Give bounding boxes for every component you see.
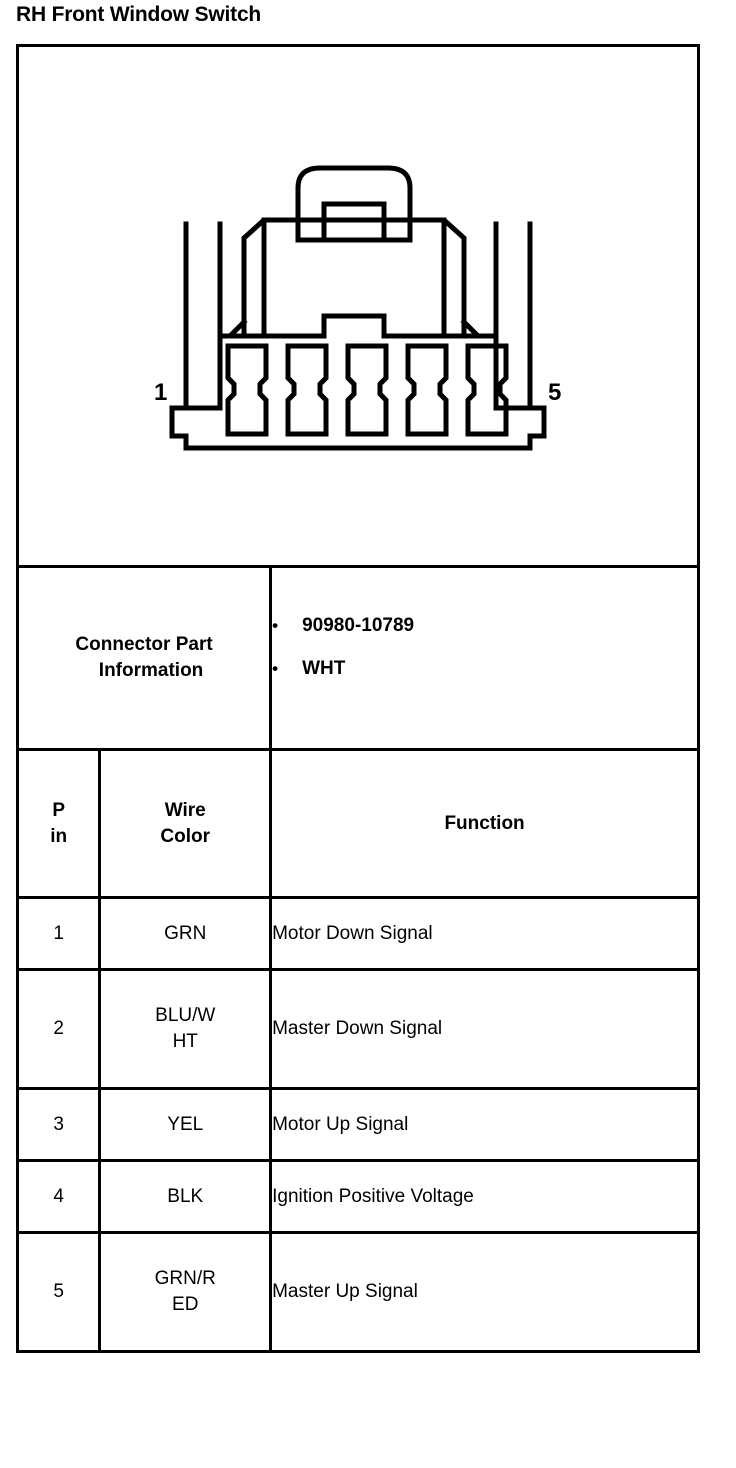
row-function: Master Down Signal — [269, 968, 700, 1090]
cavity-3 — [345, 343, 389, 437]
connector-part-information-values: • 90980-10789 • WHT — [269, 565, 700, 751]
header-pin-line2: in — [50, 825, 68, 847]
connector-right-rail — [493, 221, 533, 411]
row-wire-line1: BLK — [167, 1185, 204, 1207]
cpi-part-number-text: 90980-10789 — [302, 615, 415, 636]
cavity-4 — [405, 343, 449, 437]
pin-label-left: 1 — [154, 379, 167, 406]
table-row: 3 YEL Motor Up Signal — [15, 1087, 700, 1162]
cpi-item-part-number: • 90980-10789 — [272, 615, 697, 637]
connector-part-information-label: Connector Part Information — [15, 565, 273, 751]
row-wire-color: GRN/R ED — [98, 1231, 273, 1353]
table-row: 4 BLK Ignition Positive Voltage — [15, 1159, 700, 1234]
row-wire-line2: ED — [172, 1294, 199, 1315]
row-wire-line1: YEL — [167, 1113, 204, 1135]
row-function: Ignition Positive Voltage — [269, 1159, 700, 1234]
pin-label-right: 5 — [548, 379, 561, 406]
page-title: RH Front Window Switch — [16, 3, 262, 26]
header-pin: P in — [15, 748, 102, 899]
bullet-icon: • — [272, 616, 279, 635]
connector-table: 1 5 Connector Part Information • 90980-1… — [15, 44, 700, 1353]
connector-left-rail — [183, 221, 223, 411]
pin-table-header-row: P in Wire Color Function — [15, 748, 700, 899]
cpi-label-line1: Connector Part — [75, 634, 213, 655]
row-wire-line1: BLU/W — [155, 1005, 216, 1026]
row-wire-line2: HT — [172, 1031, 198, 1052]
header-pin-line1: P — [52, 799, 66, 821]
row-function: Motor Up Signal — [269, 1087, 700, 1162]
row-pin: 2 — [15, 968, 102, 1090]
table-row: 1 GRN Motor Down Signal — [15, 896, 700, 971]
diagram-row: 1 5 — [16, 44, 700, 568]
row-wire-color: BLU/W HT — [98, 968, 273, 1090]
cavity-1 — [225, 343, 269, 437]
connector-cavities — [225, 343, 509, 437]
row-wire-color: BLK — [98, 1159, 273, 1234]
row-pin: 3 — [15, 1087, 102, 1162]
table-row: 2 BLU/W HT Master Down Signal — [15, 968, 700, 1090]
header-wire-line1: Wire — [164, 799, 206, 821]
row-function: Master Up Signal — [269, 1231, 700, 1353]
row-wire-color: GRN — [98, 896, 273, 971]
connector-latch-tab — [295, 165, 413, 243]
connector-housing-outline — [169, 405, 547, 451]
header-wire-line2: Color — [160, 825, 211, 847]
connector-body-block — [217, 217, 499, 339]
row-wire-line1: GRN — [164, 922, 207, 944]
cpi-color-code-text: WHT — [302, 658, 346, 679]
row-wire-color: YEL — [98, 1087, 273, 1162]
row-pin: 1 — [15, 896, 102, 971]
connector-diagram-cell: 1 5 — [16, 44, 700, 568]
row-pin: 4 — [15, 1159, 102, 1234]
bullet-icon: • — [272, 659, 279, 678]
row-pin: 5 — [15, 1231, 102, 1353]
cpi-item-color-code: • WHT — [272, 658, 697, 680]
connector-face-view-icon: 1 5 — [154, 165, 561, 451]
header-function-label: Function — [444, 812, 525, 834]
header-wire-color: Wire Color — [98, 748, 273, 899]
cavity-2 — [285, 343, 329, 437]
row-function: Motor Down Signal — [269, 896, 700, 971]
cavity-5 — [465, 343, 509, 437]
cpi-label-line2: Information — [98, 660, 204, 681]
table-row: 5 GRN/R ED Master Up Signal — [15, 1231, 700, 1353]
connector-part-information-row: Connector Part Information • 90980-10789… — [15, 565, 700, 751]
header-function: Function — [269, 748, 700, 899]
row-wire-line1: GRN/R — [154, 1268, 216, 1289]
